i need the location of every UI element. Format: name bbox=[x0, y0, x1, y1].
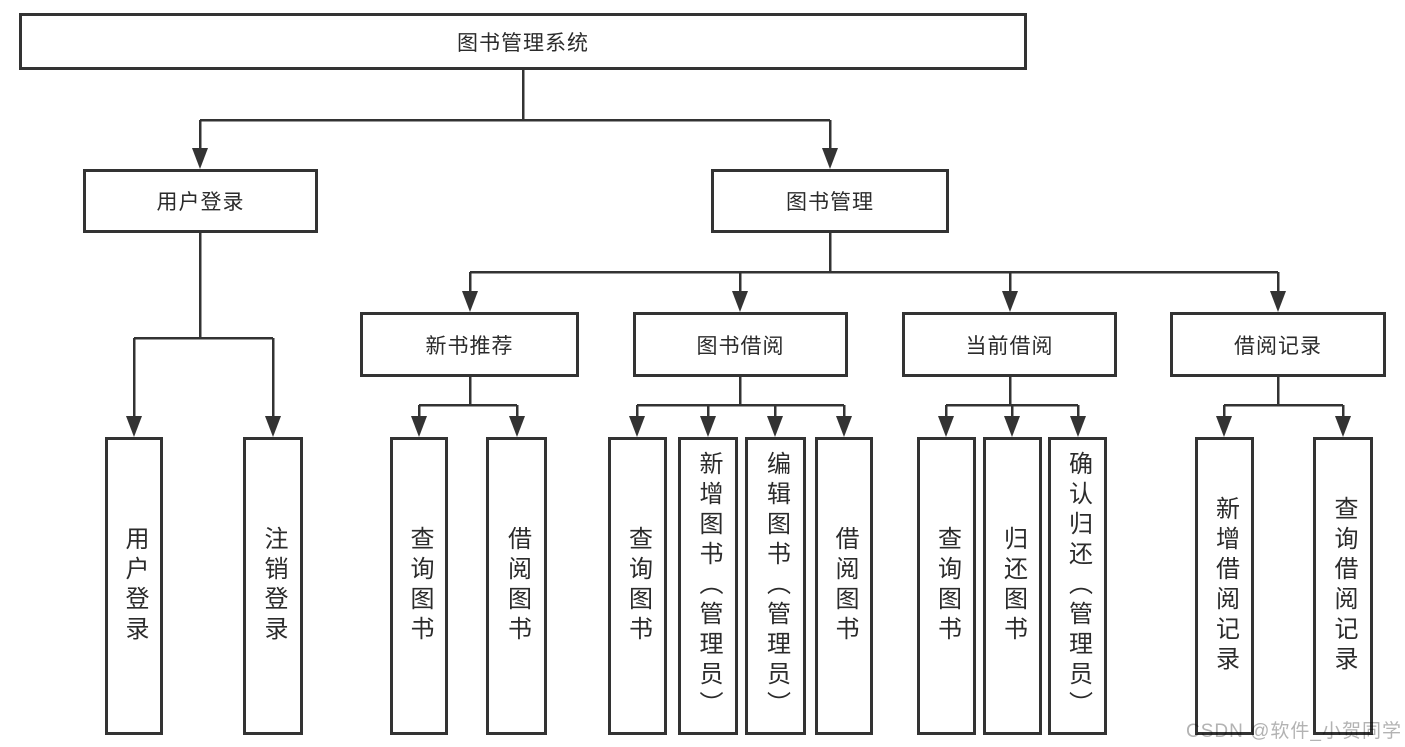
node-current-borrowing: 当前借阅 bbox=[902, 312, 1117, 377]
leaf-confirm-return-admin: 确认归还（管理员） bbox=[1048, 437, 1107, 735]
watermark: CSDN @软件_小贺同学 bbox=[1186, 721, 1402, 742]
node-label: 用户登录 bbox=[121, 526, 148, 646]
node-label: 当前借阅 bbox=[965, 334, 1054, 358]
arrow-down-icon bbox=[1270, 291, 1286, 312]
arrow-down-icon bbox=[1004, 416, 1020, 437]
node-label: 图书管理系统 bbox=[457, 31, 589, 55]
node-label: 确认归还（管理员） bbox=[1064, 451, 1092, 721]
node-root: 图书管理系统 bbox=[19, 13, 1027, 70]
arrow-down-icon bbox=[822, 148, 838, 169]
leaf-add-book-admin: 新增图书（管理员） bbox=[678, 437, 738, 735]
leaf-borrow-books-recommend: 借阅图书 bbox=[486, 437, 547, 735]
node-label: 查询图书 bbox=[406, 526, 433, 646]
arrow-down-icon bbox=[732, 291, 748, 312]
arrow-down-icon bbox=[629, 416, 645, 437]
node-label: 新书推荐 bbox=[425, 334, 514, 358]
connector-paths bbox=[132, 70, 1345, 418]
node-label: 编辑图书（管理员） bbox=[762, 451, 790, 721]
node-book-management: 图书管理 bbox=[711, 169, 949, 233]
arrow-down-icon bbox=[192, 148, 208, 169]
arrow-down-icon bbox=[1070, 416, 1086, 437]
arrow-down-icon bbox=[411, 416, 427, 437]
node-label: 用户登录 bbox=[156, 191, 245, 214]
leaf-add-borrow-record: 新增借阅记录 bbox=[1195, 437, 1254, 735]
node-label: 查询借阅记录 bbox=[1330, 496, 1357, 676]
arrow-down-icon bbox=[126, 416, 142, 437]
node-label: 借阅图书 bbox=[503, 526, 531, 646]
node-label: 借阅图书 bbox=[831, 526, 858, 646]
arrow-down-icon bbox=[509, 416, 525, 437]
node-label: 查询图书 bbox=[933, 526, 961, 646]
node-label: 注销登录 bbox=[260, 526, 287, 646]
arrow-down-icon bbox=[700, 416, 716, 437]
leaf-query-borrow-record: 查询借阅记录 bbox=[1313, 437, 1373, 735]
leaf-return-books: 归还图书 bbox=[983, 437, 1042, 735]
arrow-down-icon bbox=[462, 291, 478, 312]
leaf-query-books-borrowing: 查询图书 bbox=[608, 437, 667, 735]
arrowheads bbox=[126, 148, 1351, 437]
node-new-book-recommendation: 新书推荐 bbox=[360, 312, 579, 377]
arrow-down-icon bbox=[836, 416, 852, 437]
node-label: 新增图书（管理员） bbox=[695, 451, 722, 721]
arrow-down-icon bbox=[1216, 416, 1232, 437]
node-book-borrowing: 图书借阅 bbox=[633, 312, 848, 377]
leaf-borrow-books-borrowing: 借阅图书 bbox=[815, 437, 873, 735]
node-borrowing-records: 借阅记录 bbox=[1170, 312, 1386, 377]
leaf-user-login: 用户登录 bbox=[105, 437, 163, 735]
node-label: 借阅记录 bbox=[1234, 334, 1322, 358]
node-label: 新增借阅记录 bbox=[1211, 496, 1239, 676]
arrow-down-icon bbox=[1002, 291, 1018, 312]
node-user-login: 用户登录 bbox=[83, 169, 318, 233]
leaf-query-books-current: 查询图书 bbox=[917, 437, 976, 735]
leaf-edit-book-admin: 编辑图书（管理员） bbox=[745, 437, 806, 735]
node-label: 图书借阅 bbox=[696, 334, 785, 358]
node-label: 归还图书 bbox=[999, 526, 1027, 646]
arrow-down-icon bbox=[265, 416, 281, 437]
node-label: 图书管理 bbox=[786, 191, 874, 214]
node-label: 查询图书 bbox=[624, 526, 652, 646]
arrow-down-icon bbox=[938, 416, 954, 437]
leaf-query-books-recommend: 查询图书 bbox=[390, 437, 448, 735]
arrow-down-icon bbox=[767, 416, 783, 437]
leaf-logout: 注销登录 bbox=[243, 437, 303, 735]
arrow-down-icon bbox=[1335, 416, 1351, 437]
